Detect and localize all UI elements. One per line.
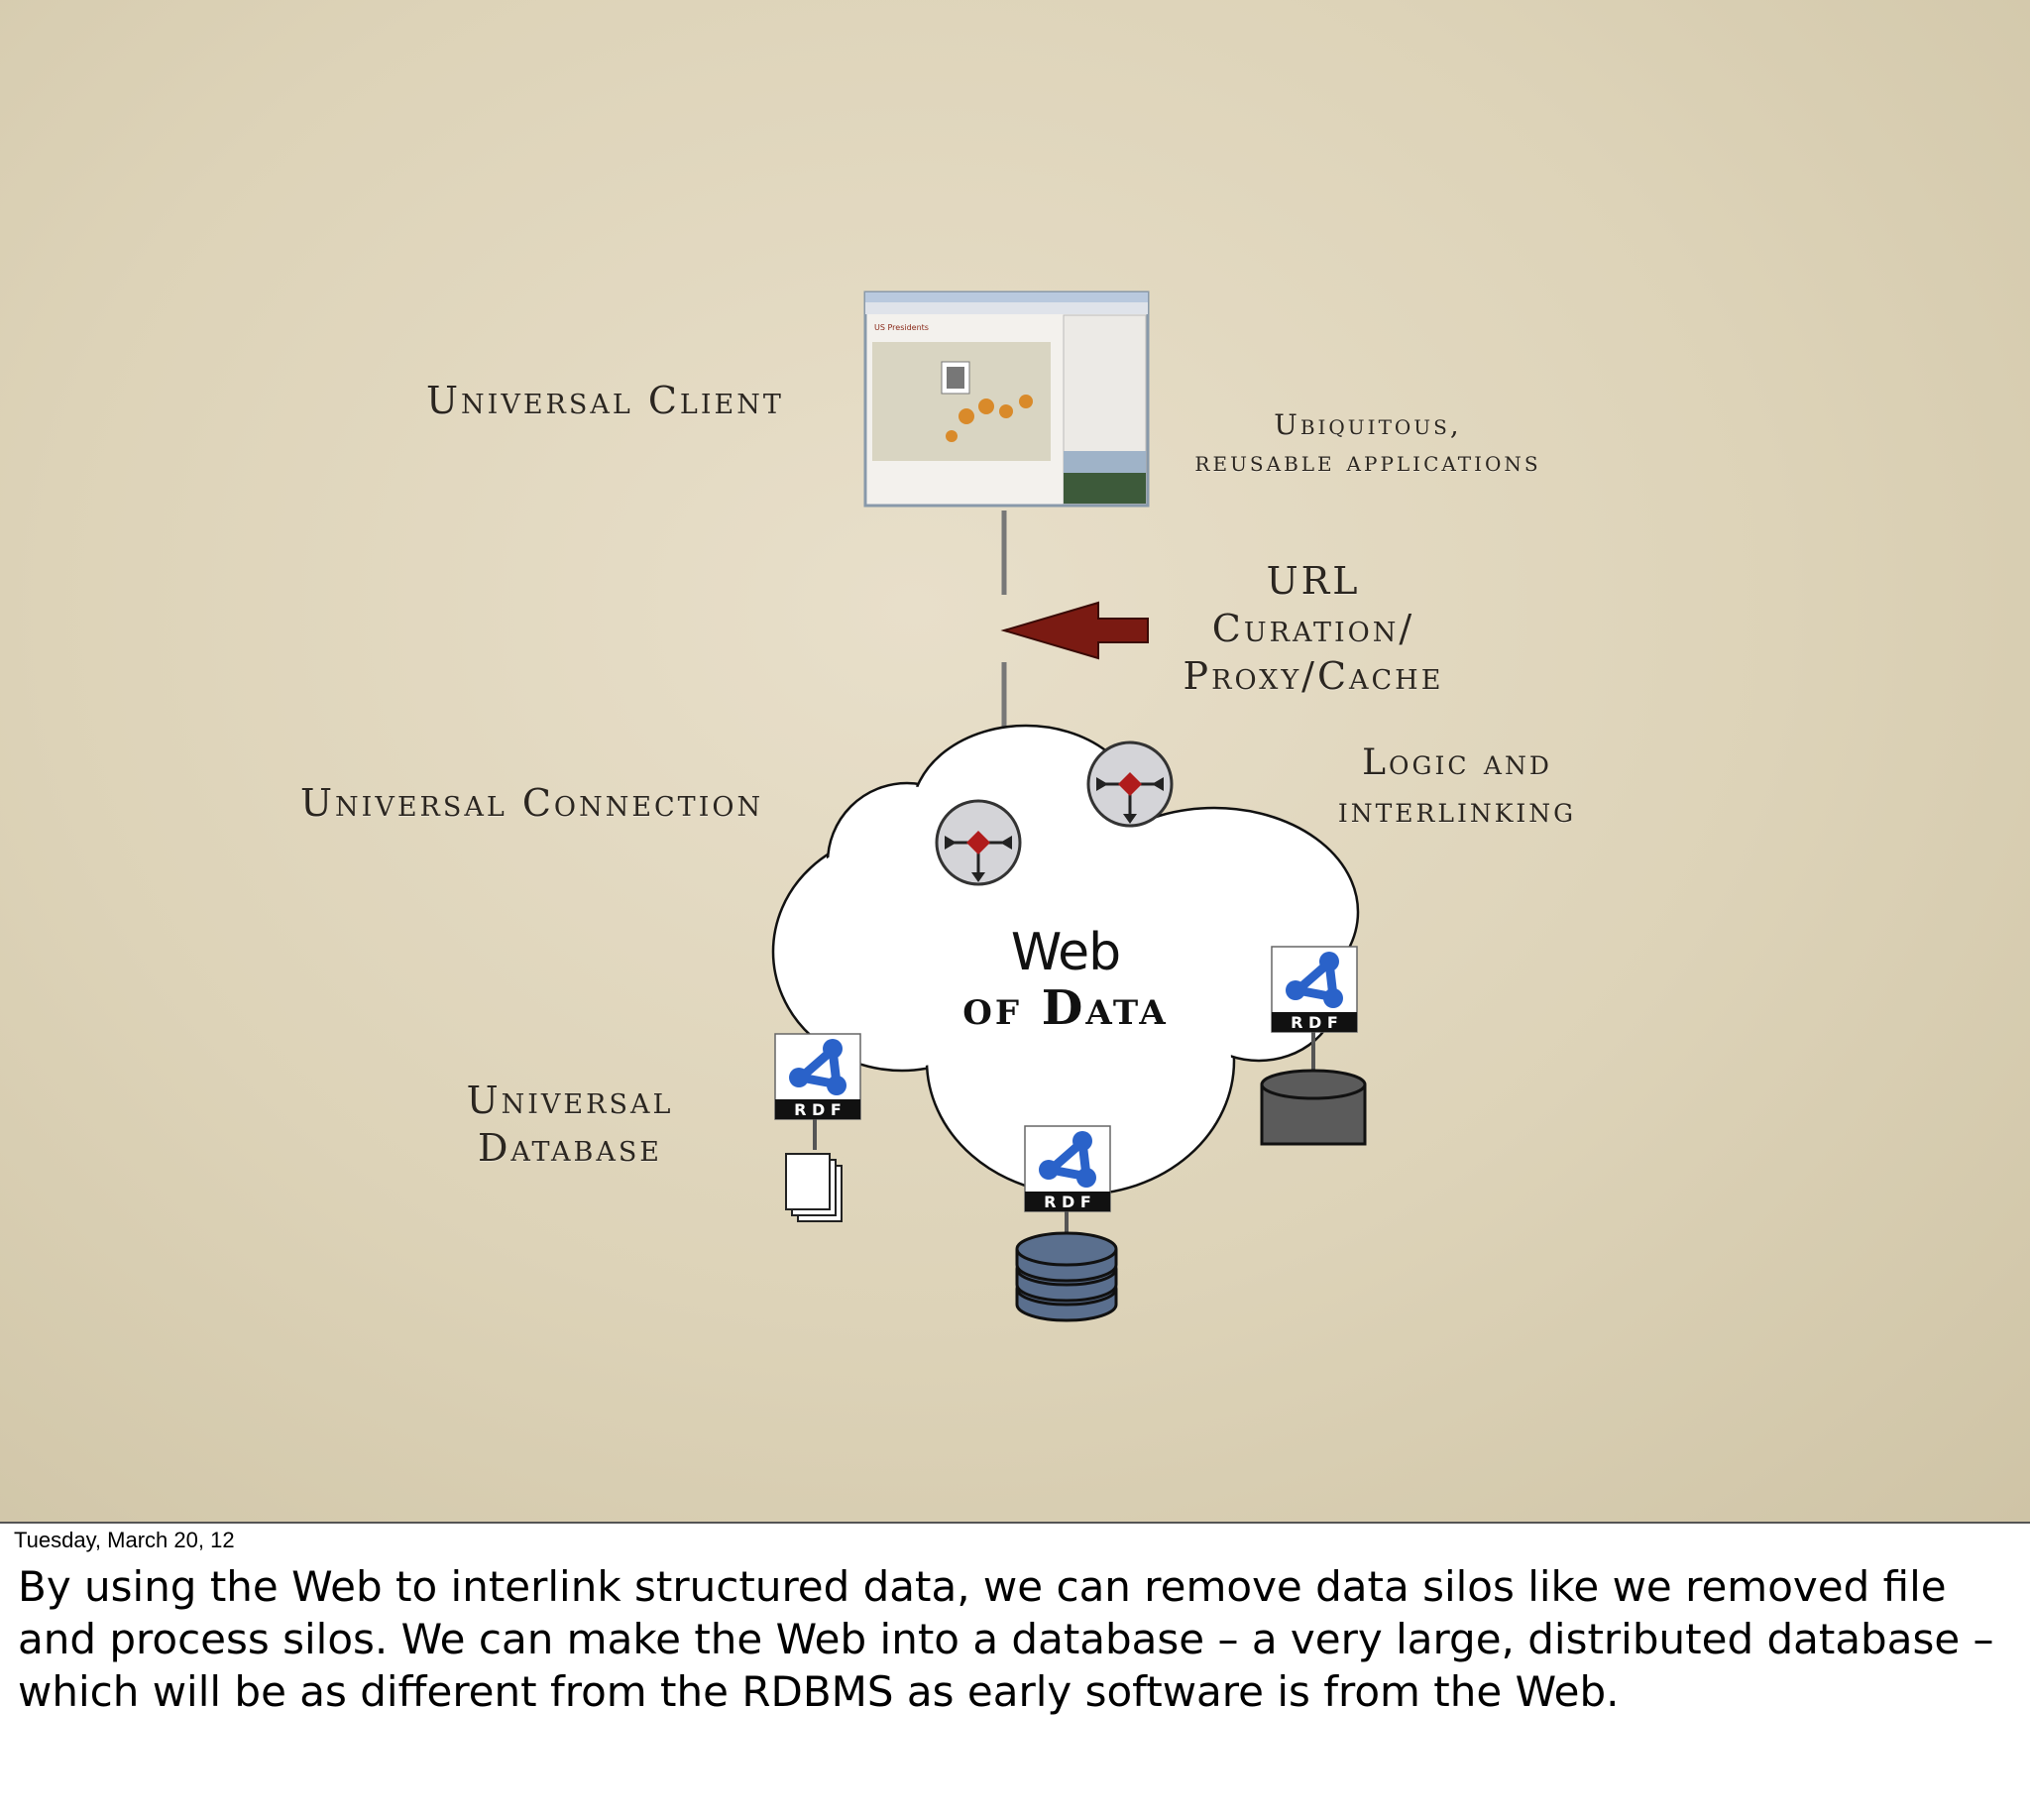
rdf-icon: R D F: [775, 1034, 860, 1119]
ubiquitous-line-1: Ubiquitous,: [1274, 408, 1462, 441]
logic-line-2: interlinking: [1337, 790, 1577, 831]
cloud-title-web: Web: [1010, 923, 1121, 982]
rdf-icon: R D F: [1272, 947, 1357, 1032]
browser-screenshot: US Presidents: [863, 290, 1150, 508]
cloud-title: Web of Data: [922, 922, 1209, 1033]
logic-line-1: Logic and: [1362, 742, 1552, 783]
diagram-graphics: US Presidents R D F: [0, 290, 1367, 1322]
database-dark-icon: [1260, 1069, 1367, 1146]
label-logic-interlinking: Logic and interlinking: [1289, 739, 1626, 835]
label-universal-connection: Universal Connection: [300, 781, 764, 825]
speaker-notes: By using the Web to interlink structured…: [18, 1562, 1994, 1716]
rdf-badge-text: R D F: [1044, 1193, 1091, 1211]
rdf-badge-text: R D F: [1291, 1013, 1338, 1032]
curation-line-1: Curation/: [1211, 607, 1415, 650]
universal-db-line-2: Database: [477, 1126, 663, 1170]
browser-page-title: US Presidents: [874, 323, 929, 332]
database-blue-icon: [1015, 1231, 1118, 1322]
url-line: URL: [1266, 559, 1361, 603]
universal-db-line-1: Universal: [466, 1079, 674, 1122]
slide-canvas: US Presidents R D F: [0, 0, 2030, 1524]
rdf-icon: R D F: [1025, 1126, 1110, 1211]
curation-line-2: Proxy/Cache: [1183, 654, 1444, 698]
router-icon: [1086, 740, 1174, 828]
rdf-badge-text: R D F: [794, 1100, 842, 1119]
footer-date: Tuesday, March 20, 12: [14, 1528, 235, 1552]
label-universal-database: Universal Database: [416, 1077, 724, 1172]
ubiquitous-line-2: reusable applications: [1194, 445, 1541, 478]
label-url-curation: URL Curation/ Proxy/Cache: [1155, 557, 1472, 700]
label-ubiquitous-applications: Ubiquitous, reusable applications: [1160, 406, 1576, 480]
cloud-title-of-data: of Data: [962, 980, 1169, 1036]
curation-arrow: [1000, 601, 1149, 660]
label-universal-client: Universal Client: [426, 379, 784, 422]
router-icon: [935, 799, 1022, 886]
document-stack-icon: [785, 1153, 843, 1222]
